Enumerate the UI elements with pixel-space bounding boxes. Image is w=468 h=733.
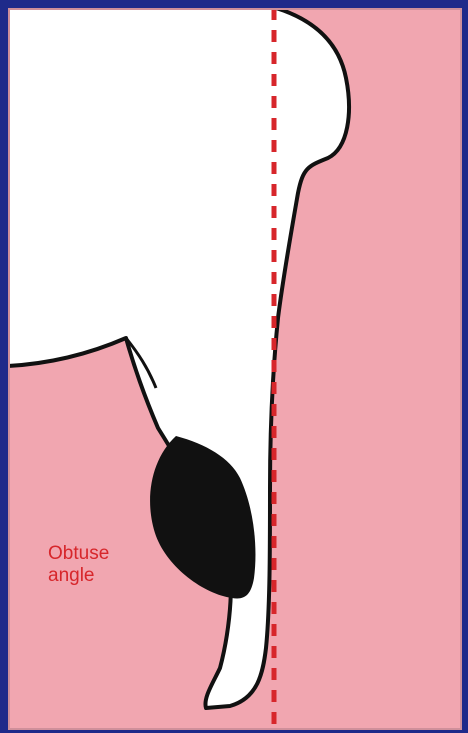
dog-hindleg-diagram xyxy=(8,8,462,730)
hindleg-silhouette xyxy=(8,8,349,708)
obtuse-angle-label-line2: angle xyxy=(48,565,109,587)
obtuse-angle-label-line1: Obtuse xyxy=(48,543,109,565)
illustration-frame: Obtuse angle xyxy=(8,8,462,730)
obtuse-angle-label: Obtuse angle xyxy=(48,543,109,587)
